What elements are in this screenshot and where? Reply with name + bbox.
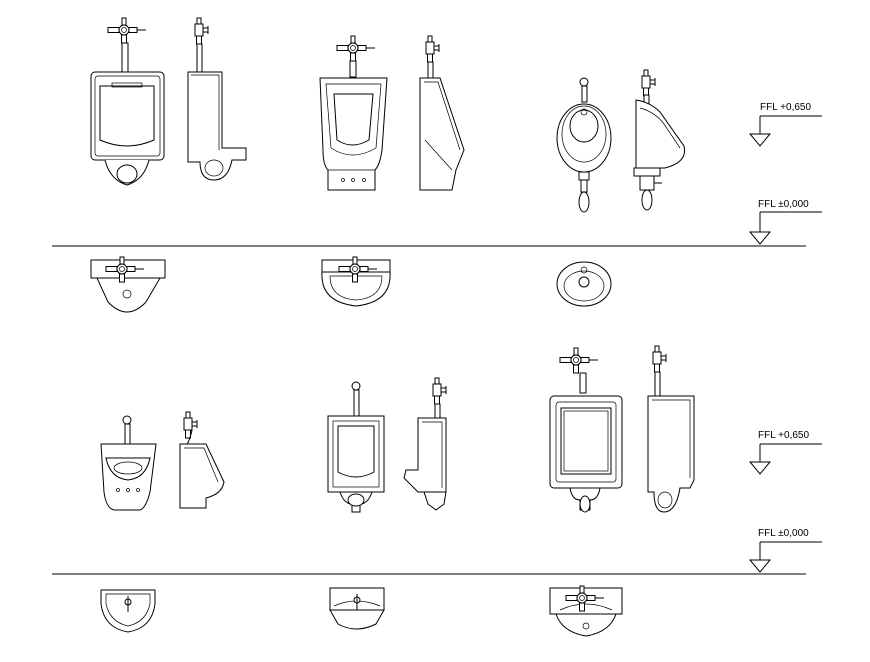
urinal-3-plan — [556, 261, 612, 307]
level-marker-top-lower — [749, 211, 822, 245]
urinal-2-side — [419, 35, 465, 191]
urinal-4-side — [179, 411, 225, 509]
urinal-4-front — [100, 415, 157, 511]
level-label-top-upper: FFL +0,650 — [760, 102, 811, 113]
level-marker-bottom-upper — [749, 443, 822, 475]
urinal-6-side — [647, 345, 695, 513]
urinal-5-front — [327, 381, 385, 513]
urinal-3-front — [556, 77, 612, 213]
urinal-4-plan — [100, 589, 156, 633]
urinal-1-plan — [90, 256, 166, 313]
urinal-3-side — [633, 69, 686, 211]
urinal-1-front — [90, 17, 165, 186]
urinal-5-side — [403, 377, 447, 511]
level-marker-bottom-lower — [749, 541, 822, 573]
urinal-5-plan — [329, 587, 385, 630]
level-label-bottom-lower: FFL ±0,000 — [758, 528, 809, 539]
urinal-6-plan — [549, 585, 623, 637]
urinal-6-front — [549, 347, 623, 513]
urinal-2-plan — [321, 256, 391, 307]
level-label-top-lower: FFL ±0,000 — [758, 199, 809, 210]
urinal-2-front — [319, 35, 388, 191]
level-marker-top-upper — [749, 115, 822, 147]
level-label-bottom-upper: FFL +0,650 — [758, 430, 809, 441]
urinal-1-side — [187, 17, 247, 181]
